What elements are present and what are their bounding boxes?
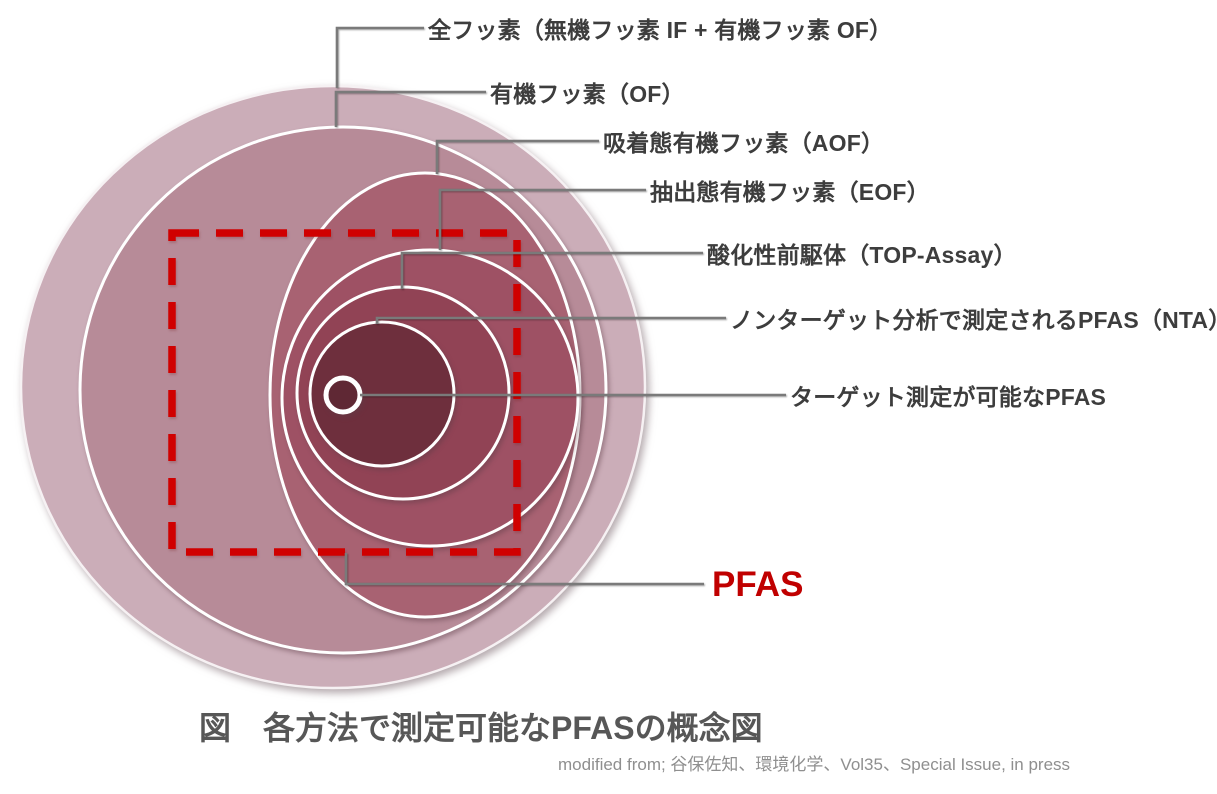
label-organic-fluorine: 有機フッ素（OF） [490,81,685,107]
leader-extractable-organic-fluorine [438,188,646,250]
leader-oxidizable-precursors [400,251,703,289]
leader-nontarget-pfas [375,316,726,324]
leader-organic-fluorine [334,90,486,127]
leader-adsorbable-organic-fluorine [435,139,599,174]
label-target-pfas: ターゲット測定が可能なPFAS [790,384,1107,410]
label-nontarget-pfas: ノンターゲット分析で測定されるPFAS（NTA） [730,307,1217,333]
label-oxidizable-precursors: 酸化性前駆体（TOP-Assay） [707,242,1017,268]
figure-caption: 図 各方法で測定可能なPFASの概念図 [199,710,763,746]
label-pfas-box: PFAS [712,565,804,604]
ring-target-pfas [323,375,363,415]
leader-total-fluorine [335,26,424,88]
leader-pfas-box [344,553,704,586]
pfas-dashed-box [168,229,521,556]
figure-credit: modified from; 谷保佐知、環境化学、Vol35、Special I… [558,755,1071,774]
label-extractable-organic-fluorine: 抽出態有機フッ素（EOF） [650,179,930,205]
label-total-fluorine: 全フッ素（無機フッ素 IF + 有機フッ素 OF） [428,17,893,43]
label-adsorbable-organic-fluorine: 吸着態有機フッ素（AOF） [603,130,885,156]
